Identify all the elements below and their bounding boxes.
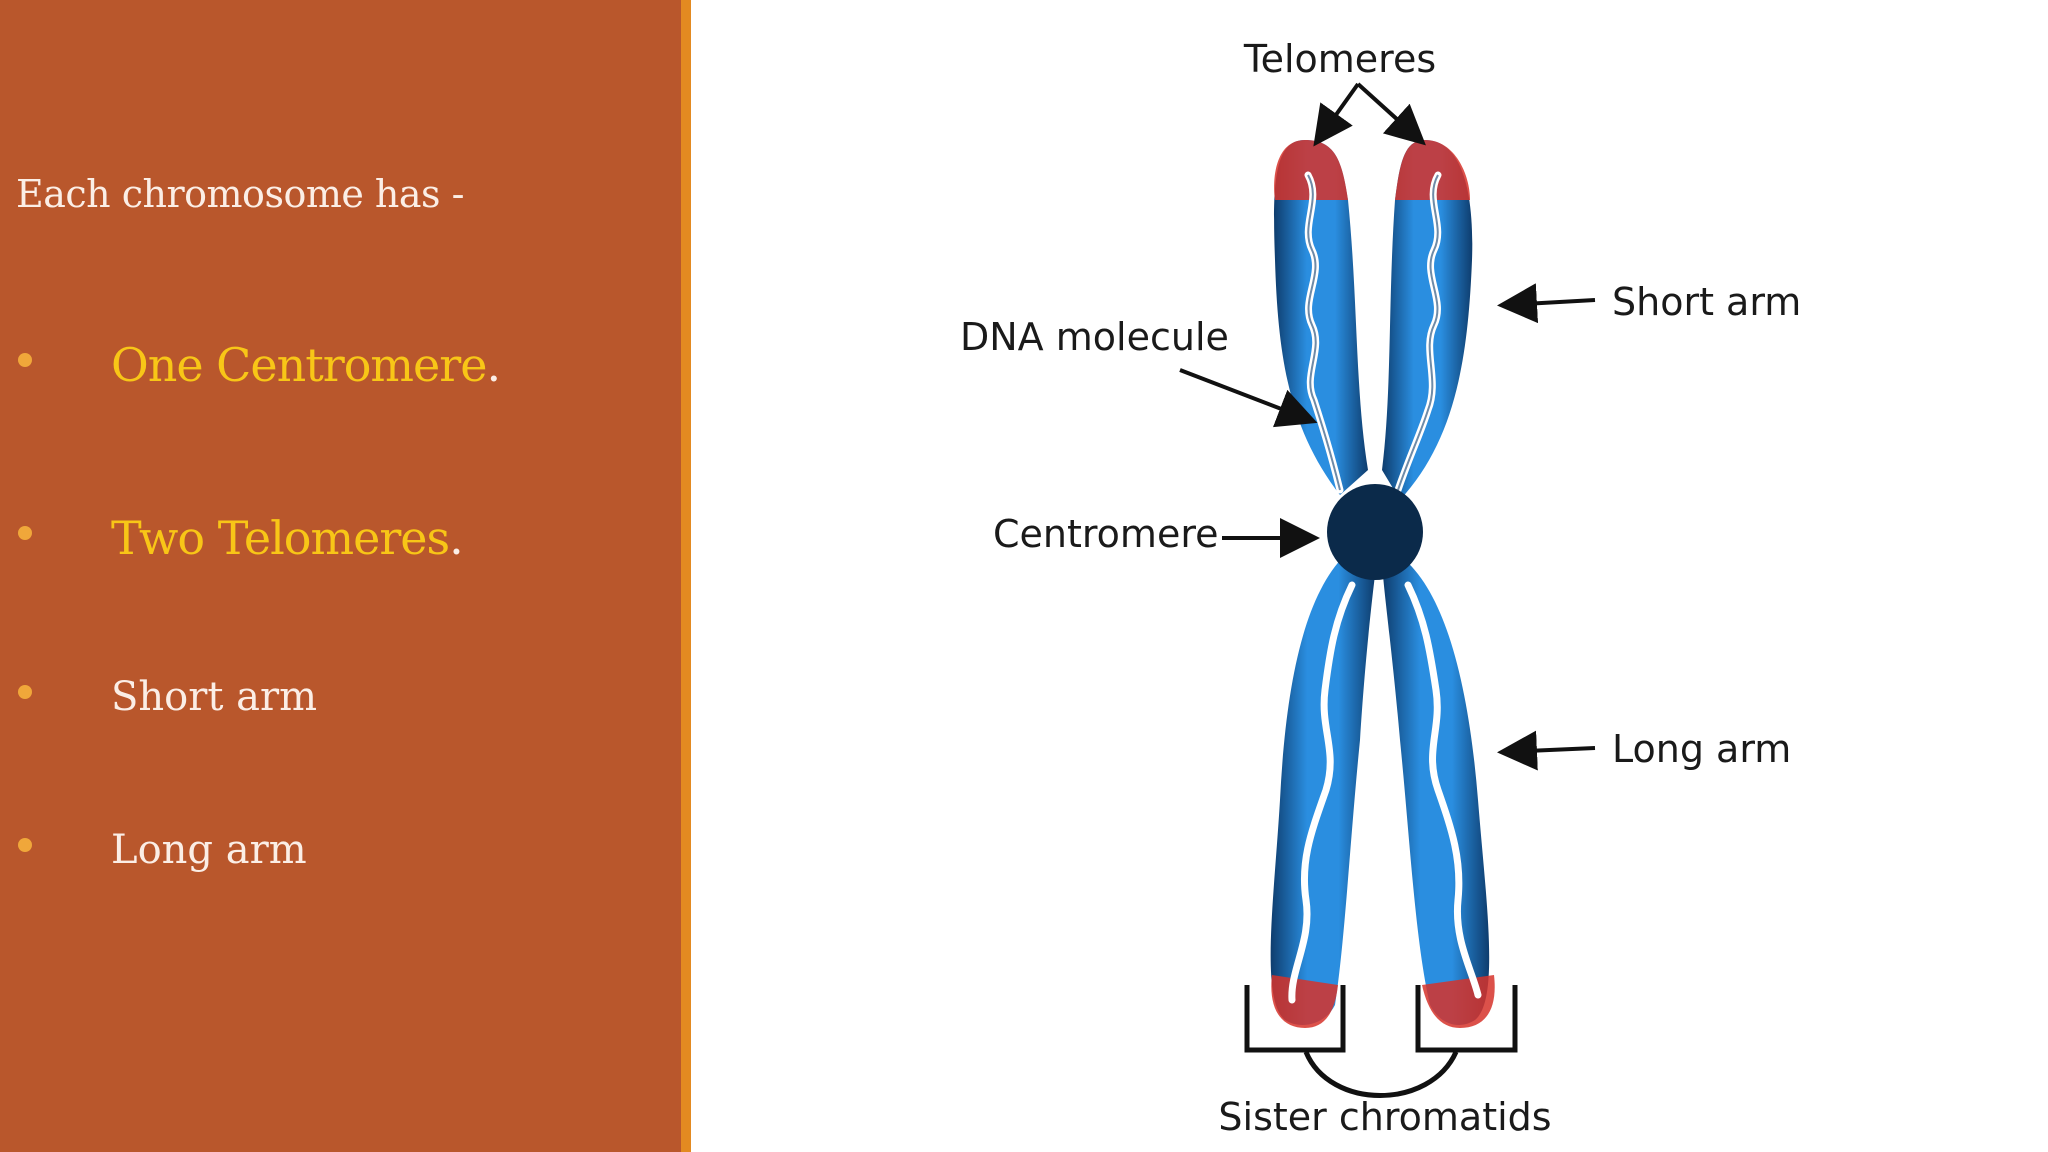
bullet-text: Two Telomeres.: [111, 511, 464, 565]
dna-strand-outline: [1307, 174, 1439, 491]
bullet-dot-icon: [18, 838, 32, 852]
upper-left-arm: [1274, 140, 1368, 495]
bullet-text: Short arm: [111, 674, 318, 720]
bullet-dot-icon: [18, 685, 32, 699]
label-arrows: [1179, 82, 1596, 771]
bullet-text: Long arm: [111, 827, 307, 873]
label-short-arm: Short arm: [1612, 280, 1801, 324]
bullet-text: One Centromere.: [111, 338, 501, 392]
accent-bar: [681, 0, 691, 1152]
label-telomeres: Telomeres: [1243, 37, 1436, 81]
label-dna-molecule: DNA molecule: [960, 315, 1229, 359]
centromere-body: [1327, 484, 1423, 580]
left-panel: Each chromosome has - One Centromere. Tw…: [0, 0, 681, 1152]
label-sister-chromatids: Sister chromatids: [1218, 1095, 1551, 1139]
bullet-dot-icon: [18, 353, 32, 367]
intro-text: Each chromosome has -: [16, 172, 464, 216]
upper-right-arm: [1382, 140, 1473, 500]
bullet-dot-icon: [18, 526, 32, 540]
label-centromere: Centromere: [993, 512, 1219, 556]
chromosome-diagram: Telomeres Short arm DNA molecule Centrom…: [960, 37, 1801, 1139]
sister-chromatid-brackets: [1244, 985, 1518, 1098]
label-long-arm: Long arm: [1612, 727, 1791, 771]
